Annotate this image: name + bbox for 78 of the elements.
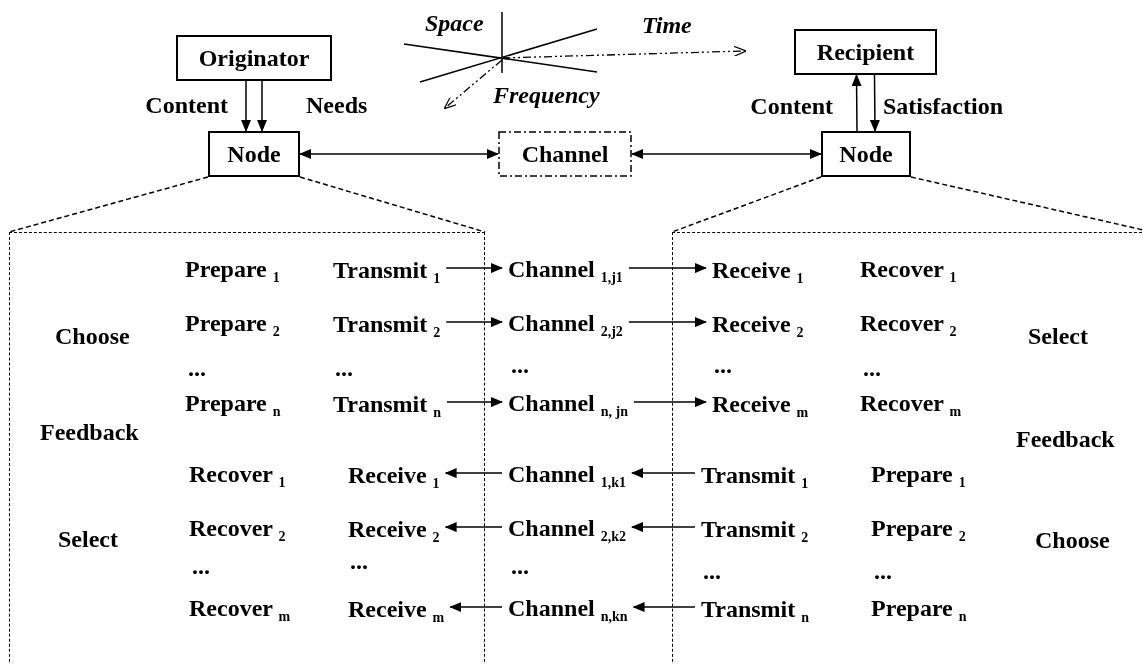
text-label: ... [714,351,732,379]
process-box: Node [208,131,300,177]
process-box: Originator [176,35,332,81]
process-box: Recipient [794,29,937,75]
text-label: Prepare $_{n}$ [871,594,967,622]
text-label: ... [511,552,529,580]
text-label: Feedback [40,418,139,446]
text-label: ... [863,354,881,382]
text-label: Choose [55,322,130,350]
text-label: Recover $_{1}$ [189,460,286,488]
step-text: Transmit $_{n}$ [333,390,441,418]
text-label: Prepare $_{2}$ [185,309,280,337]
step-text: Receive $_{2}$ [348,515,440,543]
arrow [241,80,251,132]
text-label: Prepare $_{2}$ [871,514,966,542]
text-label: Feedback [1016,425,1115,453]
arrow [631,468,696,479]
text-label: ... [703,557,721,585]
arrow [632,602,696,613]
step-text: Receive $_{1}$ [712,256,804,284]
text-label: Prepare $_{1}$ [871,460,966,488]
text-label: ... [188,354,206,382]
arrow [446,397,503,408]
arrow [449,602,503,613]
arrow [631,522,696,533]
step-text: Transmit $_{2}$ [701,515,809,543]
text-label: Select [58,525,118,553]
arrow [444,522,503,533]
step-text: Receive $_{2}$ [712,310,804,338]
expanded-node-panel [9,232,485,664]
step-text: Receive $_{1}$ [348,461,440,489]
step-text: Channel $_{2,k2}$ [508,514,626,542]
process-box: Node [821,131,911,177]
text-label: Recover $_{1}$ [860,255,957,283]
step-text: Transmit $_{1}$ [701,461,809,489]
step-text: Channel $_{n, jn}$ [508,389,628,417]
dashed-connector [8,176,209,233]
text-label: Recover $_{2}$ [860,309,957,337]
text-label: Prepare $_{n}$ [185,389,281,417]
step-text: Receive $_{m}$ [348,595,445,623]
arrow [628,263,707,274]
text-label: Select [1028,322,1088,350]
step-text: Channel $_{1,j1}$ [508,255,623,283]
text-label: Frequency [493,81,600,109]
text-label: Recover $_{2}$ [189,514,286,542]
dashed-connector [299,176,486,233]
step-text: Channel $_{1,k1}$ [508,460,626,488]
text-label: ... [335,354,353,382]
text-label: Prepare $_{1}$ [185,255,280,283]
text-label: ... [192,552,210,580]
arrow [257,80,267,132]
expanded-node-panel [672,232,1143,664]
dashed-connector [671,176,822,233]
arrow [851,74,862,132]
arrow [445,263,503,274]
text-label: ... [511,351,529,379]
arrow [299,149,499,159]
step-text: Transmit $_{n}$ [701,595,809,623]
text-label: Time [642,11,692,39]
step-text: Channel $_{2,j2}$ [508,309,623,337]
text-label: Choose [1035,526,1110,554]
step-text: Transmit $_{2}$ [333,310,441,338]
step-text: Transmit $_{1}$ [333,256,441,284]
step-text: Receive $_{m}$ [712,390,809,418]
channel-box: Channel [498,131,632,177]
arrow [869,74,880,132]
arrow [444,468,503,479]
text-label: ... [874,557,892,585]
text-label: Recover $_{m}$ [189,594,291,622]
arrow [445,317,503,328]
arrow [633,397,707,408]
text-label: Space [425,9,484,37]
text-label: Recover $_{m}$ [860,389,962,417]
dashed-connector [910,176,1143,233]
step-text: Channel $_{n,kn}$ [508,594,628,622]
arrow [628,317,707,328]
text-label: ... [350,547,368,575]
arrow [631,149,822,159]
